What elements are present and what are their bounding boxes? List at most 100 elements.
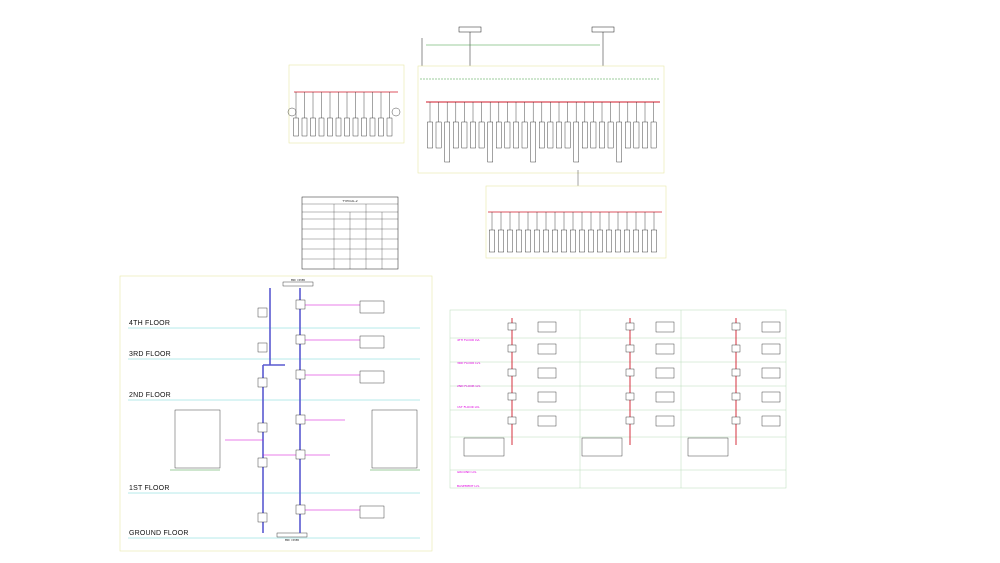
tap-off-box xyxy=(295,449,306,460)
feeder-cable-box xyxy=(599,121,605,149)
feeder-cable-box xyxy=(651,229,658,253)
floor-label-4th: 4TH FLOOR xyxy=(129,320,171,327)
feeder-cable-box xyxy=(642,229,649,253)
tap-off-box xyxy=(295,334,306,345)
feeder-cable-box xyxy=(386,117,393,137)
panel-note-box xyxy=(687,437,729,457)
feeder-cable-box xyxy=(344,117,350,137)
feeder-cable-box xyxy=(615,229,622,253)
feeder-cable-box xyxy=(435,121,442,149)
floor-board-box xyxy=(655,391,675,403)
floor-board-box xyxy=(537,367,557,379)
feeder-cable-box xyxy=(498,229,505,253)
feeder-cable-box xyxy=(564,121,571,149)
floor-label-1st: 1ST FLOOR xyxy=(129,485,170,492)
panel-note-box xyxy=(463,437,505,457)
feeder-cable-box xyxy=(496,121,502,149)
tap-off-box xyxy=(295,414,306,425)
left-riser-diagram xyxy=(119,275,433,552)
feeder-cable-box xyxy=(556,121,562,149)
feeder-cable-box xyxy=(633,121,640,149)
riser-tap-box xyxy=(507,392,517,401)
panel-note-box xyxy=(581,437,623,457)
feeder-cable-box xyxy=(504,121,511,149)
sub-board-box xyxy=(359,505,385,519)
floor-board-box xyxy=(537,415,557,427)
feeder-cable-box xyxy=(642,121,648,149)
feeder-cable-box xyxy=(525,229,532,253)
feeder-cable-box xyxy=(547,121,554,149)
main-switchboard-diagram xyxy=(287,26,665,186)
right-level-labels: 4TH FLOOR LVL 3RD FLOOR LVL 2ND FLOOR LV… xyxy=(457,338,481,488)
load-summary-table: TYPICAL-2 xyxy=(301,196,399,270)
riser-tap-box xyxy=(507,344,517,353)
tap-off-box xyxy=(257,342,268,353)
feeder-cable-box xyxy=(461,121,468,149)
feeder-cable-box xyxy=(521,121,528,149)
riser-tap-box xyxy=(625,416,635,425)
feeder-cable-box xyxy=(453,121,459,149)
table-title: TYPICAL-2 xyxy=(342,199,358,203)
tap-off-box xyxy=(257,307,268,318)
right-riser-diagram xyxy=(449,309,787,489)
sub-board-box xyxy=(359,335,385,349)
end-cover-top: END COVER xyxy=(291,278,305,282)
feeder-cable-box xyxy=(530,121,536,163)
floor-board-box xyxy=(655,343,675,355)
floor-board-box xyxy=(537,391,557,403)
feeder-cable-box xyxy=(487,121,494,163)
floor-board-box xyxy=(761,321,781,333)
meter-icon xyxy=(287,107,297,117)
meter-icon xyxy=(391,107,401,117)
riser-tap-box xyxy=(731,392,741,401)
feeder-cable-box xyxy=(310,117,316,137)
floor-label-ground: GROUND FLOOR xyxy=(129,530,189,537)
feeder-cable-box xyxy=(543,229,550,253)
feeder-cable-box xyxy=(478,121,485,149)
feeder-cable-box xyxy=(352,117,359,137)
tap-off-box xyxy=(295,369,306,380)
level-label-1st: 1ST FLOOR LVL xyxy=(457,405,480,409)
level-label-basement: BASEMENT LVL xyxy=(457,484,480,488)
feeder-cable-box xyxy=(650,121,657,149)
tap-off-box xyxy=(295,504,306,515)
level-label-ground: GROUND LVL xyxy=(457,470,477,474)
feeder-cable-box xyxy=(378,117,384,137)
floor-label-3rd: 3RD FLOOR xyxy=(129,351,171,358)
feeder-cable-box xyxy=(597,229,604,253)
riser-tap-box xyxy=(731,368,741,377)
tap-off-box xyxy=(257,512,268,523)
feeder-cable-box xyxy=(633,229,640,253)
feeder-cable-box xyxy=(327,117,333,137)
feeder-cable-box xyxy=(301,117,308,137)
feeder-cable-box xyxy=(616,121,622,163)
floor-board-box xyxy=(655,415,675,427)
riser-tap-box xyxy=(507,322,517,331)
feeder-cable-box xyxy=(318,117,325,137)
feeder-cable-box xyxy=(293,117,299,137)
feeder-cable-box xyxy=(470,121,476,149)
feeder-cable-box xyxy=(590,121,597,149)
floor-board-box xyxy=(537,321,557,333)
feeder-cable-box xyxy=(573,121,579,163)
tap-off-box xyxy=(295,299,306,310)
feeder-cable-box xyxy=(539,121,545,149)
feeder-cable-box xyxy=(369,117,376,137)
feeder-cable-box xyxy=(427,121,433,149)
floor-board-box xyxy=(761,391,781,403)
riser-tap-box xyxy=(625,368,635,377)
feeder-cable-box xyxy=(335,117,342,137)
feeder-cable-box xyxy=(516,229,523,253)
riser-tap-box xyxy=(507,368,517,377)
feeder-cable-box xyxy=(444,121,451,163)
riser-tap-box xyxy=(731,416,741,425)
riser-tap-box xyxy=(507,416,517,425)
floor-board-box xyxy=(655,367,675,379)
feeder-cable-box xyxy=(606,229,613,253)
feeder-cable-box xyxy=(625,121,631,149)
feeder-cable-box xyxy=(513,121,519,149)
feeder-cable-box xyxy=(607,121,614,149)
floor-board-box xyxy=(761,367,781,379)
floor-board-box xyxy=(655,321,675,333)
